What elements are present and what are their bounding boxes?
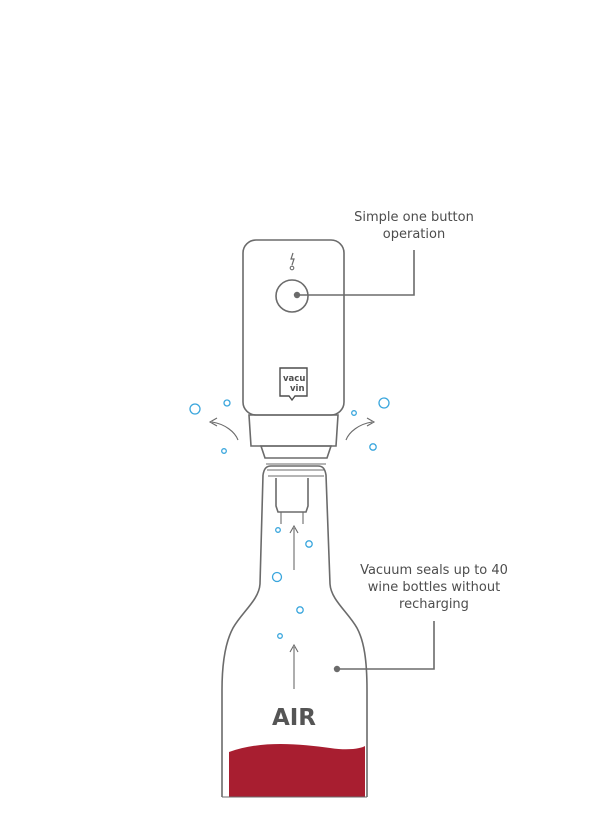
pump-base bbox=[248, 414, 339, 447]
bubble-icon bbox=[221, 448, 227, 454]
callout-vacuum-leader bbox=[337, 621, 435, 670]
led-indicator-icon bbox=[289, 265, 295, 271]
vacu-vin-logo: vacu vin bbox=[279, 367, 308, 402]
logo-line-1: vacu bbox=[283, 374, 305, 384]
bubble-icon bbox=[189, 403, 201, 415]
callout-button-line-2: operation bbox=[383, 227, 445, 242]
callout-button-leader bbox=[297, 250, 415, 296]
callout-vacuum-line-2: wine bottles without bbox=[368, 580, 500, 595]
stopper-collar bbox=[259, 445, 333, 459]
air-bubbles bbox=[189, 397, 390, 639]
curved-arrow-right-icon bbox=[345, 417, 376, 441]
stopper bbox=[259, 445, 333, 524]
bottle-outline bbox=[221, 465, 368, 797]
bubble-icon bbox=[305, 540, 313, 548]
logo-line-2: vin bbox=[290, 384, 305, 394]
bubble-icon bbox=[378, 397, 390, 409]
air-flow-arrows bbox=[208, 417, 376, 689]
wine-bottle bbox=[221, 465, 368, 798]
lightning-bolt-icon bbox=[290, 252, 295, 266]
callout-button: Simple one button operation bbox=[297, 210, 474, 296]
arrow-up-icon bbox=[289, 524, 299, 570]
bubble-icon bbox=[271, 571, 283, 583]
callout-vacuum-line-3: recharging bbox=[399, 597, 469, 612]
bubble-icon bbox=[351, 410, 357, 416]
arrow-up-icon bbox=[289, 643, 299, 689]
callout-vacuum-dot bbox=[333, 665, 341, 673]
callout-vacuum: Vacuum seals up to 40 wine bottles witho… bbox=[333, 563, 508, 673]
curved-arrow-left-icon bbox=[208, 417, 239, 441]
bubble-icon bbox=[275, 527, 281, 533]
bubble-icon bbox=[369, 443, 377, 451]
bubble-icon bbox=[296, 606, 304, 614]
wine-fill bbox=[229, 744, 365, 797]
vacuum-pump: vacu vin bbox=[242, 239, 345, 447]
bubble-icon bbox=[223, 399, 231, 407]
callout-vacuum-line-1: Vacuum seals up to 40 bbox=[360, 563, 508, 578]
callout-button-line-1: Simple one button bbox=[354, 210, 474, 225]
stopper-plug bbox=[275, 478, 309, 513]
air-label: AIR bbox=[272, 705, 316, 731]
bubble-icon bbox=[277, 633, 283, 639]
power-button[interactable] bbox=[275, 279, 309, 313]
